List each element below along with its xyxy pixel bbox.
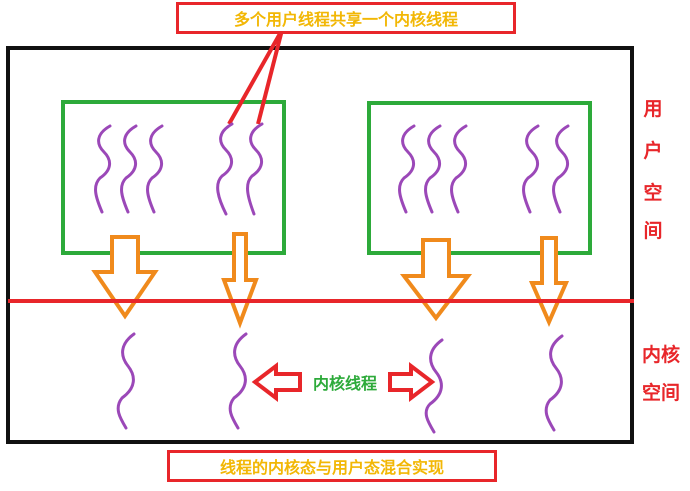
user-thread-icon (398, 124, 416, 214)
user-thread-icon (450, 124, 468, 214)
down-arrow-icon (399, 238, 473, 322)
down-arrow-icon (528, 236, 570, 328)
user-thread-icon (246, 122, 264, 216)
down-arrow-icon (91, 235, 159, 320)
user-thread-icon (94, 124, 112, 214)
pointer-line-2 (256, 29, 284, 125)
user-thread-icon (120, 124, 138, 214)
process-box-left (61, 100, 286, 255)
down-arrow-icon (221, 232, 259, 329)
left-arrow-icon (251, 361, 302, 403)
title-top: 多个用户线程共享一个内核线程 (233, 10, 458, 29)
title-bottom-box: 线程的内核态与用户态混合实现 (167, 450, 497, 482)
kernel-space-label: 内核 空间 (641, 344, 680, 404)
kernel-thread-icon (424, 338, 444, 434)
outer-frame (6, 46, 634, 444)
pointer-line-1 (227, 29, 284, 125)
user-thread-icon (424, 124, 442, 214)
kernel-thread-icon (228, 332, 248, 430)
title-bottom: 线程的内核态与用户态混合实现 (219, 458, 444, 477)
user-thread-icon (216, 122, 234, 216)
title-top-box: 多个用户线程共享一个内核线程 (176, 2, 516, 34)
user-thread-icon (522, 124, 540, 214)
kernel-thread-icon (116, 332, 136, 430)
user-space-label: 用 户 空 间 (643, 98, 663, 242)
user-thread-icon (552, 124, 570, 214)
user-thread-icon (146, 124, 164, 214)
process-box-right (367, 101, 592, 255)
kernel-thread-icon (544, 334, 564, 432)
right-arrow-icon (388, 361, 436, 403)
kernel-thread-label: 内核线程 (313, 374, 377, 393)
